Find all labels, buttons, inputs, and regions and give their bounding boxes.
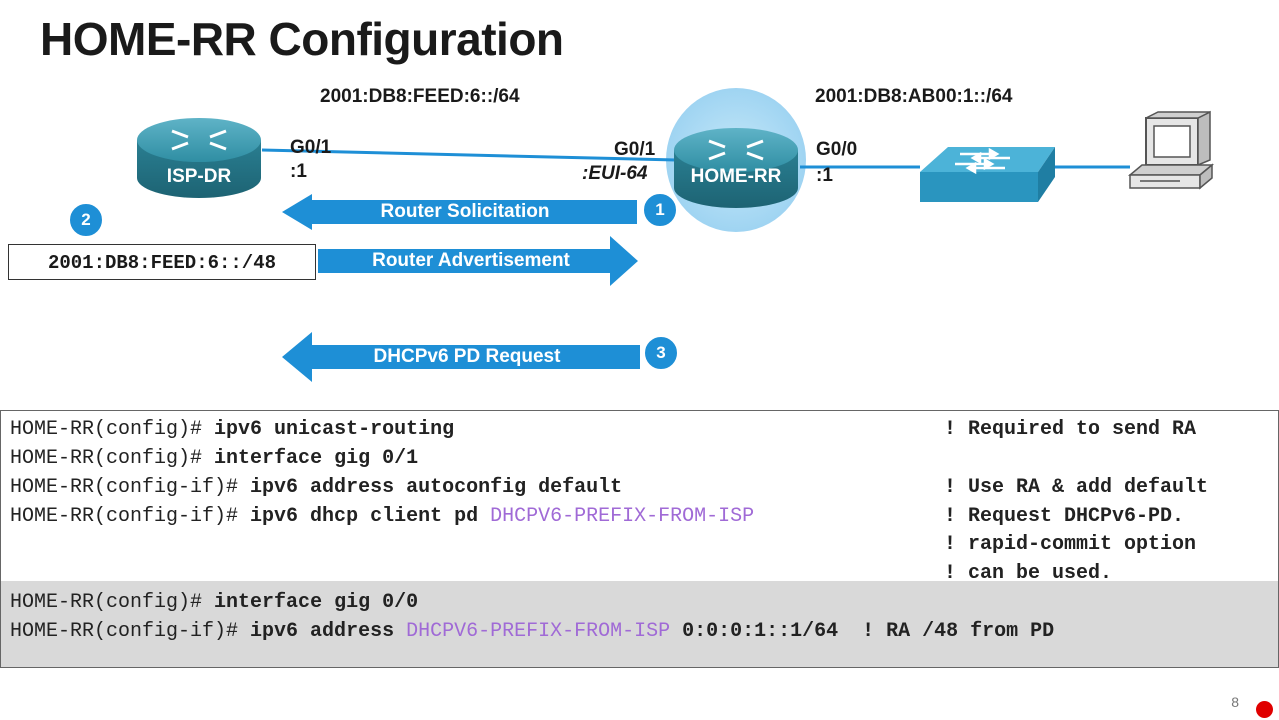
isp-g01-label: G0/1 (290, 137, 332, 158)
home-router-name: HOME-RR (690, 166, 782, 187)
router-advertisement-arrow (318, 236, 638, 286)
config-highlight-band (1, 581, 1278, 667)
recording-indicator (1256, 701, 1273, 718)
config-line-1: HOME-RR(config)# ipv6 unicast-routing (10, 418, 455, 441)
step-2-number: 2 (81, 210, 91, 229)
router-solicitation-label: Router Solicitation (380, 201, 550, 222)
config-comment-3: ! Use RA & add default (944, 476, 1209, 499)
wan-prefix-label: 2001:DB8:FEED:6::/64 (320, 86, 520, 107)
isp-router-icon (137, 118, 261, 198)
config-line-3: HOME-RR(config-if)# ipv6 address autocon… (10, 476, 623, 499)
isp-router-name: ISP-DR (166, 166, 232, 187)
step-1-circle (642, 192, 678, 228)
home-g00-addr: :1 (816, 165, 833, 186)
home-g01-label: G0/1 (614, 139, 656, 160)
home-router-icon (674, 128, 798, 208)
step-3-circle (643, 335, 679, 371)
config-line-4: HOME-RR(config-if)# ipv6 dhcp client pd … (10, 505, 755, 528)
config-comment-1: ! Required to send RA (944, 418, 1197, 441)
home-g01-addr: :EUI-64 (582, 163, 648, 184)
router-solicitation-arrow (282, 194, 637, 230)
slide-title: HOME-RR Configuration (40, 13, 564, 65)
lan-prefix-label: 2001:DB8:AB00:1::/64 (815, 86, 1013, 107)
isp-g01-addr: :1 (290, 161, 307, 182)
page-number: 8 (1231, 694, 1239, 710)
step-3-number: 3 (656, 343, 666, 362)
switch-icon (920, 147, 1055, 202)
config-comment-4: ! Request DHCPv6-PD. (944, 505, 1185, 528)
config-line-2: HOME-RR(config)# interface gig 0/1 (10, 447, 419, 470)
config-comment-5: ! rapid-commit option (944, 533, 1197, 556)
config-comment-6: ! can be used. (944, 562, 1113, 585)
home-g00-label: G0/0 (816, 139, 858, 160)
router-advertisement-label: Router Advertisement (372, 250, 570, 271)
dhcpv6-pd-label: DHCPv6 PD Request (373, 346, 561, 367)
config-line-7: HOME-RR(config)# interface gig 0/0 (10, 591, 419, 614)
dhcpv6-pd-arrow (282, 332, 640, 382)
delegated-prefix-box: 2001:DB8:FEED:6::/48 (8, 244, 316, 280)
step-1-number: 1 (655, 200, 665, 219)
config-line-8: HOME-RR(config-if)# ipv6 address DHCPV6-… (10, 620, 1055, 643)
step-2-circle (68, 202, 104, 238)
topology-diagram (68, 88, 1215, 382)
wan-link (261, 148, 677, 162)
pc-icon (1127, 110, 1215, 190)
